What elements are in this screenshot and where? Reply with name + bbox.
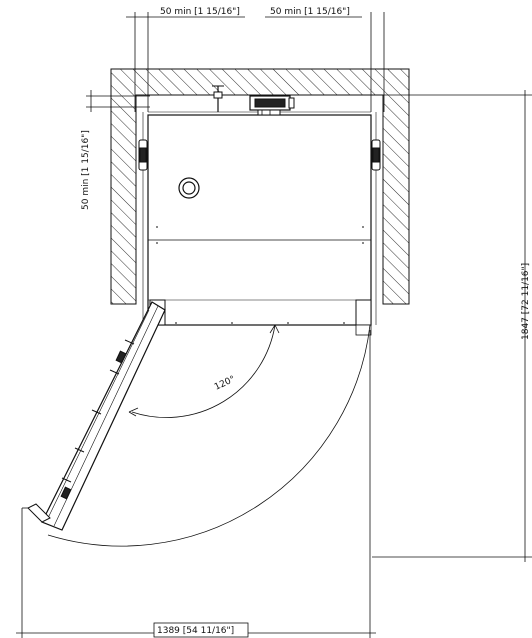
threshold-plate	[149, 299, 372, 336]
top-right-dimension-label: 50 min [1 15/16"]	[270, 7, 350, 17]
right-dimension-lines	[290, 90, 532, 562]
platform-cabin	[142, 111, 377, 326]
left-rollers	[138, 139, 148, 171]
call-button-icon	[178, 177, 200, 199]
angle-label: 120°	[213, 374, 237, 392]
right-rollers	[371, 139, 381, 171]
bottom-dimension-box	[153, 622, 249, 638]
bottom-width-label: 1389 [54 11/16"]	[157, 626, 234, 636]
ramp-panel	[22, 301, 166, 531]
top-left-dimension-label: 50 min [1 15/16"]	[160, 7, 240, 17]
valve-connector	[212, 85, 224, 112]
drive-unit	[249, 95, 295, 116]
right-height-label: 1847 [72 11/16"]	[521, 263, 531, 340]
angle-arc	[128, 324, 280, 418]
swing-arc	[47, 324, 371, 547]
left-dimension-label: 50 min [1 15/16"]	[81, 130, 91, 210]
